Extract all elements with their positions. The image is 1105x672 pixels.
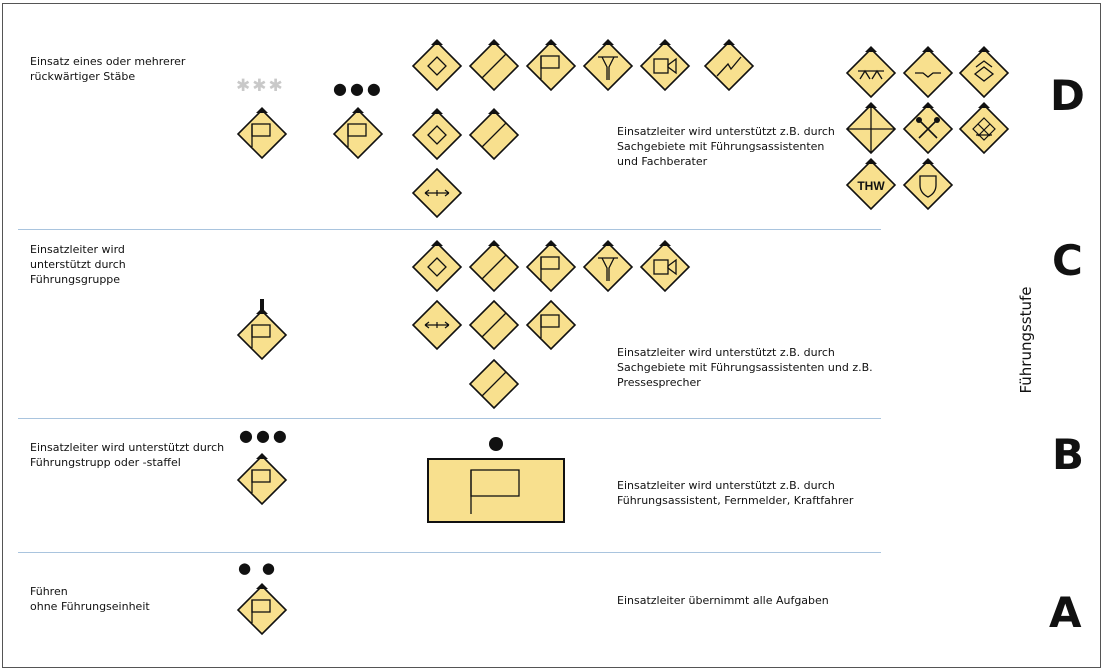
liaison-symbol-d: [411, 167, 463, 219]
level-d-description: Einsatz eines oder mehrerer rückwärtiger…: [30, 55, 186, 83]
axis-label-fuehrungsstufe: Führungsstufe: [1017, 286, 1035, 394]
level-c-description: Einsatzleiter wird unterstützt durch Füh…: [30, 243, 126, 286]
command-post-symbol-b: [427, 437, 565, 523]
separator-d-c: [18, 229, 881, 230]
staff-symbol-d-flag: [525, 39, 577, 92]
advisor-symbol-radiation: [958, 46, 1010, 99]
staff-symbol-d-antenna: [582, 39, 634, 92]
diagram-frame: [2, 3, 1101, 668]
advisor-symbol-wave: [902, 46, 954, 99]
level-d-dots: ●●●: [333, 79, 384, 98]
level-d-support-text: Einsatzleiter wird unterstützt z.B. durc…: [617, 125, 835, 168]
level-letter-c: C: [1052, 236, 1083, 285]
level-a-support-text: Einsatzleiter übernimmt alle Aufgaben: [617, 594, 829, 607]
staff-symbol-d-camera: [639, 39, 691, 92]
level-a-description: Führen ohne Führungseinheit: [30, 585, 150, 613]
separator-c-b: [18, 418, 881, 419]
staff-symbol-c-flag-2: [525, 299, 577, 351]
leader-symbol-d-2: [332, 107, 384, 160]
staff-symbol-c-diamond: [411, 240, 463, 293]
advisor-symbol-hazmat: [958, 102, 1010, 155]
thw-label: THW: [857, 179, 885, 193]
level-b-support-text: Einsatzleiter wird unterstützt z.B. durc…: [617, 479, 854, 507]
liaison-symbol-c: [411, 299, 463, 351]
level-a-dots: ● ●: [238, 559, 278, 577]
staff-symbol-c-slash-2: [468, 299, 520, 351]
separator-b-a: [18, 552, 881, 553]
level-letter-b: B: [1052, 430, 1085, 479]
staff-symbol-d-diamond: [411, 39, 463, 92]
staff-symbol-d-diamond-2: [411, 108, 463, 161]
leader-symbol-c: [236, 299, 288, 361]
level-letter-a: A: [1049, 588, 1082, 637]
staff-symbol-d-slash: [468, 39, 520, 92]
level-b-description: Einsatzleiter wird unterstützt durch Füh…: [30, 441, 225, 469]
staff-symbol-c-flag: [525, 240, 577, 293]
staff-symbol-c-antenna: [582, 240, 634, 293]
leader-symbol-d-1: [236, 107, 288, 160]
staff-symbol-c-camera: [639, 240, 691, 293]
staff-symbol-d-slash-2: [468, 108, 520, 161]
leader-symbol-b: [236, 453, 288, 506]
advisor-symbol-cross: [845, 102, 897, 155]
level-d-gray-stars: ✱✱✱: [236, 76, 285, 96]
staff-symbol-c-slash-3: [468, 358, 520, 410]
advisor-symbol-thw: THW: [845, 158, 897, 211]
level-b-dots: ●●●: [239, 426, 290, 445]
level-c-support-text: Einsatzleiter wird unterstützt z.B. durc…: [617, 346, 873, 389]
advisor-symbol-police: [902, 158, 954, 211]
advisor-symbol-tools: [902, 102, 954, 155]
advisor-symbol-bridge: [845, 46, 897, 99]
level-letter-d: D: [1050, 71, 1085, 120]
staff-symbol-d-lightning: [703, 39, 755, 92]
leader-symbol-a: [236, 583, 288, 636]
staff-symbol-c-slash: [468, 240, 520, 293]
